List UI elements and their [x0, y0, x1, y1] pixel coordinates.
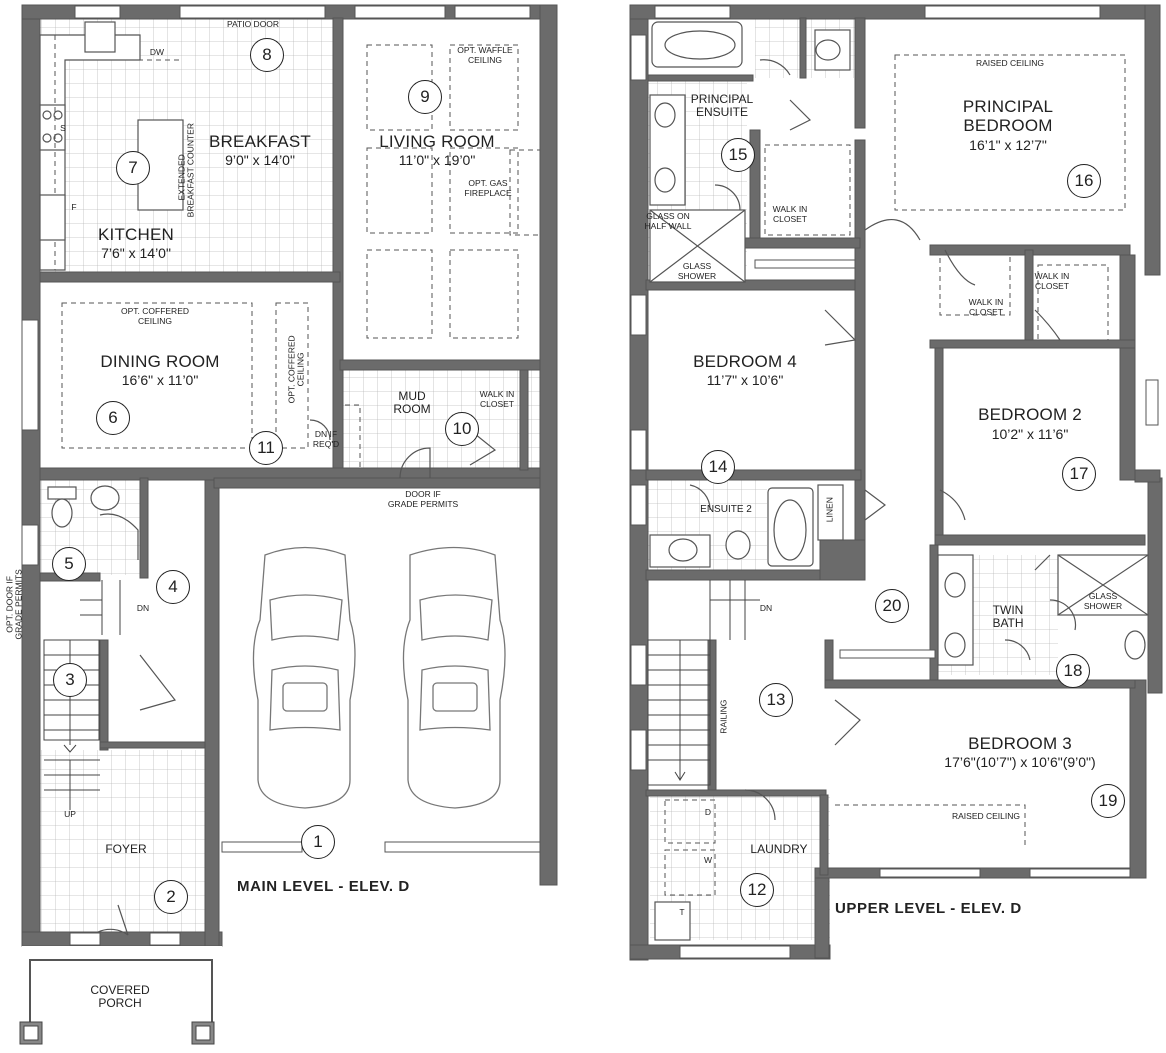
room-number-7: 7 [116, 151, 150, 185]
room-number-19: 19 [1091, 784, 1125, 818]
upper-stair [647, 580, 760, 786]
bedroom-3-name: BEDROOM 3 [968, 734, 1072, 753]
room-number-10: 10 [445, 412, 479, 446]
mud-room-name: MUD ROOM [393, 389, 431, 417]
stair-dn-label: DN [136, 603, 150, 613]
coffered-ceiling-label-2: OPT. COFFERED CEILING [286, 335, 306, 404]
bedroom-2-name: BEDROOM 2 [978, 405, 1082, 424]
room-number-4: 4 [156, 570, 190, 604]
room-number-17: 17 [1062, 457, 1096, 491]
room-number-6: 6 [96, 401, 130, 435]
stair-up-label: UP [64, 809, 76, 819]
door-if-grade-label: DOOR IF GRADE PERMITS [387, 489, 459, 509]
tub-label: T [679, 907, 685, 917]
room-number-13: 13 [759, 683, 793, 717]
car-left [252, 546, 356, 809]
room-number-16: 16 [1067, 164, 1101, 198]
dryer-label: D [704, 807, 712, 817]
dining-room-name: DINING ROOM [100, 352, 220, 371]
bedroom-3-dims: 17’6"(10’7") x 10’6"(9’0") [944, 754, 1096, 770]
raised-ceiling-label-2: RAISED CEILING [951, 811, 1021, 821]
foyer-name: FOYER [105, 842, 147, 856]
stove-label: S [60, 123, 66, 133]
bedroom-4-name: BEDROOM 4 [693, 352, 797, 371]
room-number-12: 12 [740, 873, 774, 907]
living-room-name: LIVING ROOM [379, 132, 495, 151]
car-right [402, 546, 506, 809]
principal-ensuite-name: PRINCIPAL ENSUITE [690, 92, 754, 120]
fridge-label: F [71, 202, 77, 212]
room-number-11: 11 [249, 431, 283, 465]
room-number-9: 9 [408, 80, 442, 114]
washer-label: W [703, 855, 713, 865]
principal-bedroom-name: PRINCIPAL BEDROOM [962, 97, 1054, 135]
dining-room-dims: 16’6" x 11’0" [121, 372, 199, 388]
main-stair [43, 580, 121, 810]
twin-bath-name: TWIN BATH [992, 603, 1024, 631]
upper-stair-dn-label: DN [759, 603, 773, 613]
main-level-plan [19, 4, 558, 1046]
room-number-18: 18 [1056, 654, 1090, 688]
dn-if-reqd-label: DN IF REQ'D [312, 429, 340, 449]
covered-porch-name: COVERED PORCH [90, 983, 150, 1011]
upper-level-plan [629, 4, 1163, 961]
glass-shower-label-1: GLASS SHOWER [677, 261, 717, 281]
kitchen-name: KITCHEN [97, 225, 175, 244]
railing-label: RAILING [718, 699, 729, 734]
walk-in-closet-upper-3: WALK IN CLOSET [1034, 271, 1070, 291]
room-number-5: 5 [52, 547, 86, 581]
breakfast-name: BREAKFAST [209, 132, 311, 151]
upper-level-title: UPPER LEVEL - ELEV. D [835, 900, 1022, 917]
room-number-20: 20 [875, 589, 909, 623]
opt-door-label: OPT. DOOR IF GRADE PERMITS [4, 569, 24, 640]
ensuite-2-name: ENSUITE 2 [700, 504, 752, 515]
room-number-3: 3 [53, 663, 87, 697]
room-number-14: 14 [701, 450, 735, 484]
fireplace-label: OPT. GAS FIREPLACE [464, 178, 512, 198]
glass-half-wall-label: GLASS ON HALF WALL [644, 211, 692, 231]
glass-shower-label-2: GLASS SHOWER [1083, 591, 1123, 611]
room-number-8: 8 [250, 38, 284, 72]
extended-counter-label: EXTENDED BREAKFAST COUNTER [176, 123, 196, 218]
walk-in-closet-upper-2: WALK IN CLOSET [968, 297, 1004, 317]
patio-door-label: PATIO DOOR [226, 19, 280, 29]
breakfast-dims: 9’0" x 14’0" [225, 152, 295, 168]
walk-in-closet-main-label: WALK IN CLOSET [479, 389, 515, 409]
dishwasher-label: DW [149, 47, 165, 57]
linen-label: LINEN [824, 497, 835, 523]
room-number-2: 2 [154, 880, 188, 914]
main-level-title: MAIN LEVEL - ELEV. D [237, 878, 410, 895]
room-number-1: 1 [301, 825, 335, 859]
principal-bedroom-dims: 16’1" x 12’7" [969, 137, 1047, 153]
bedroom-2-dims: 10’2" x 11’6" [991, 426, 1069, 442]
laundry-name: LAUNDRY [750, 842, 808, 856]
bedroom-4-dims: 11’7" x 10’6" [706, 372, 784, 388]
waffle-ceiling-label: OPT. WAFFLE CEILING [457, 45, 513, 65]
room-number-15: 15 [721, 138, 755, 172]
raised-ceiling-label-1: RAISED CEILING [975, 58, 1045, 68]
kitchen-dims: 7’6" x 14’0" [101, 245, 171, 261]
walk-in-closet-upper-1: WALK IN CLOSET [772, 204, 808, 224]
coffered-ceiling-label-1: OPT. COFFERED CEILING [120, 306, 190, 326]
living-room-dims: 11’0" x 19’0" [398, 152, 476, 168]
